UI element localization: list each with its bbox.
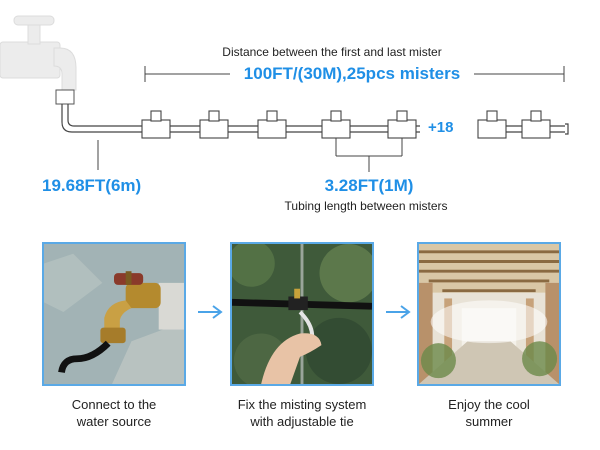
mister-tee [199,110,229,139]
plus-count-label: +18 [428,119,454,136]
spacing-description: Tubing length between misters [284,199,448,213]
arrow-right-icon [386,305,411,319]
total-spec-label: 100FT/(30M),25pcs misters [243,64,461,83]
mister-tee [141,110,171,139]
spacing-bracket [335,138,403,172]
faucet-connector [55,89,75,105]
distance-bracket [144,66,565,82]
caption-line: Connect to the [71,397,157,412]
mister-tee [521,110,551,139]
hose-line [61,104,150,133]
distance-label: Distance between the first and last mist… [222,45,442,59]
caption-line: summer [465,414,513,429]
misting-system-diagram [0,15,569,172]
step-caption-connect: Connect to the water source [19,396,209,430]
mister-tee [321,110,351,139]
faucet-icon [0,15,77,91]
step-caption-enjoy: Enjoy the cool summer [394,396,584,430]
caption-line: water source [76,414,152,429]
step-photo-faucet [42,242,186,386]
hose-length-label: 19.68FT(6m) [42,176,142,195]
step-photo-pergola [417,242,561,386]
faucet-photo-icon [44,244,184,384]
mister-tee [257,110,287,139]
mister-tee [387,110,417,139]
step-photo-tie [230,242,374,386]
caption-line: Fix the misting system [237,397,367,412]
caption-line: with adjustable tie [250,414,354,429]
mister-tie-photo-icon [232,244,372,384]
spacing-label: 3.28FT(1M) [324,176,414,195]
mister-tee [477,110,507,139]
mister-tees [141,110,551,139]
arrow-right-icon [198,305,223,319]
caption-line: Enjoy the cool [448,397,530,412]
misting-pergola-photo-icon [419,244,559,384]
step-caption-fix: Fix the misting system with adjustable t… [207,396,397,430]
